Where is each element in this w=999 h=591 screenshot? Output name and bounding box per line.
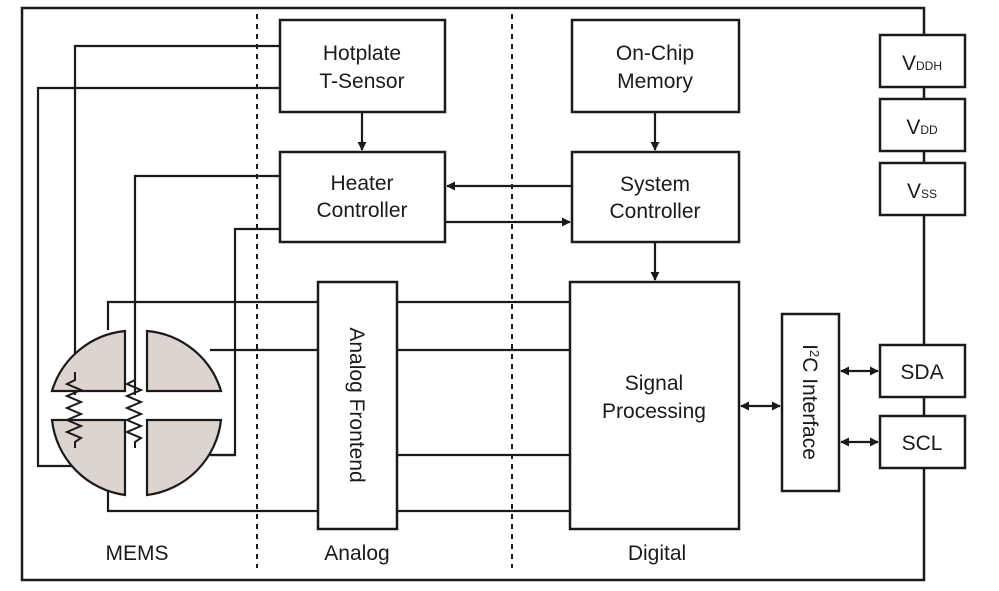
section-label-digital: Digital [628,542,686,565]
mems-sensor [50,329,223,497]
heater-controller-block [278,150,447,244]
sda-pin [878,343,967,399]
vddh-label: VDDH [902,52,942,75]
vdd-label: VDD [906,116,938,139]
hotplate-label-line2: T-Sensor [319,70,404,93]
vss-label: VSS [907,180,937,203]
scl-label: SCL [902,432,943,455]
vss-pin [878,161,967,217]
analog-frontend-label: Analog Frontend [345,327,368,482]
signal-label-line2: Processing [602,400,706,423]
memory-label-line2: Memory [617,70,693,93]
hotplate-tsensor-block [278,18,447,114]
sda-label: SDA [900,361,943,384]
memory-label-line1: On-Chip [616,42,694,65]
section-label-analog: Analog [324,542,389,565]
mems-wiring [36,44,318,513]
system-label-line1: System [620,173,690,196]
system-label-line2: Controller [609,200,700,223]
heater-label-line1: Heater [330,172,393,195]
vddh-pin [878,33,967,89]
frontend-to-dsp-wires [397,300,570,513]
signal-arrows [357,112,879,447]
heater-label-line2: Controller [316,199,407,222]
on-chip-memory-block [570,18,741,114]
scl-pin [878,414,967,470]
i2c-interface-block [780,312,841,493]
vdd-pin [878,97,967,153]
analog-frontend-block [316,280,399,531]
system-controller-block [570,150,741,244]
section-label-mems: MEMS [106,542,169,565]
signal-label-line1: Signal [625,372,683,395]
hotplate-label-line1: Hotplate [323,42,401,65]
i2c-interface-label: I2C Interface [798,344,823,460]
signal-processing-block [568,280,741,531]
